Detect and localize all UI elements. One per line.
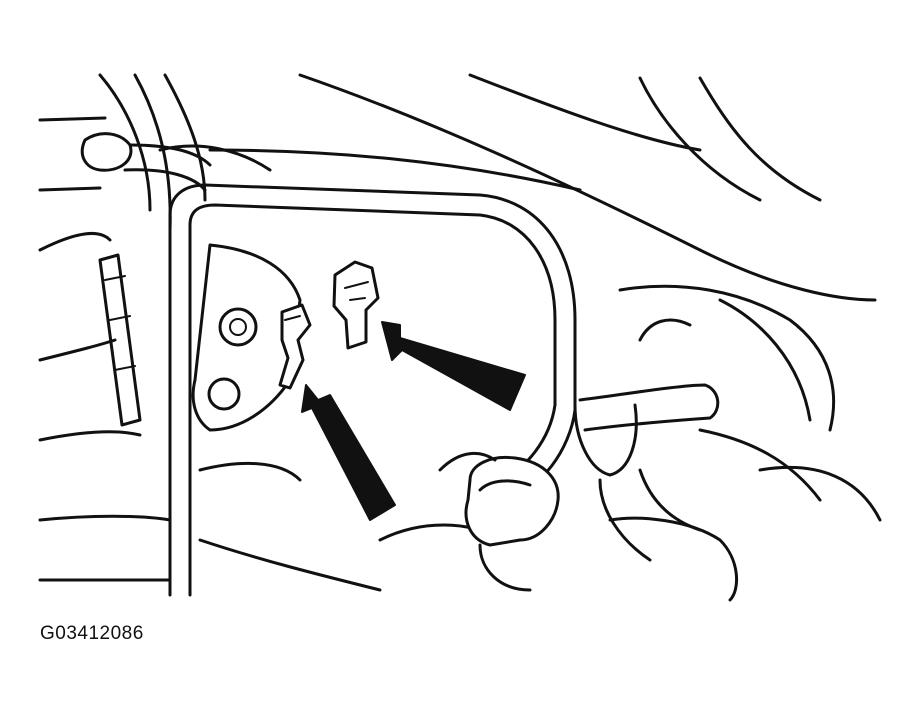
upper-left-hose [80,132,212,192]
mounting-plate [191,243,302,432]
mounting-bolt [218,307,258,347]
pointer-arrows [301,321,526,521]
electrical-connector-left [278,303,312,390]
left-bracket-rod [98,253,142,427]
right-hose-assembly [573,318,739,602]
tube-fitting [438,451,560,592]
arrow-to-left-connector [301,384,396,521]
main-bent-tube [168,183,577,597]
arrow-to-right-connector [381,321,526,411]
electrical-connector-right [332,260,380,350]
mounting-hole [207,377,241,411]
engine-background-lines [38,73,882,592]
figure-id-label: G03412086 [40,623,144,644]
